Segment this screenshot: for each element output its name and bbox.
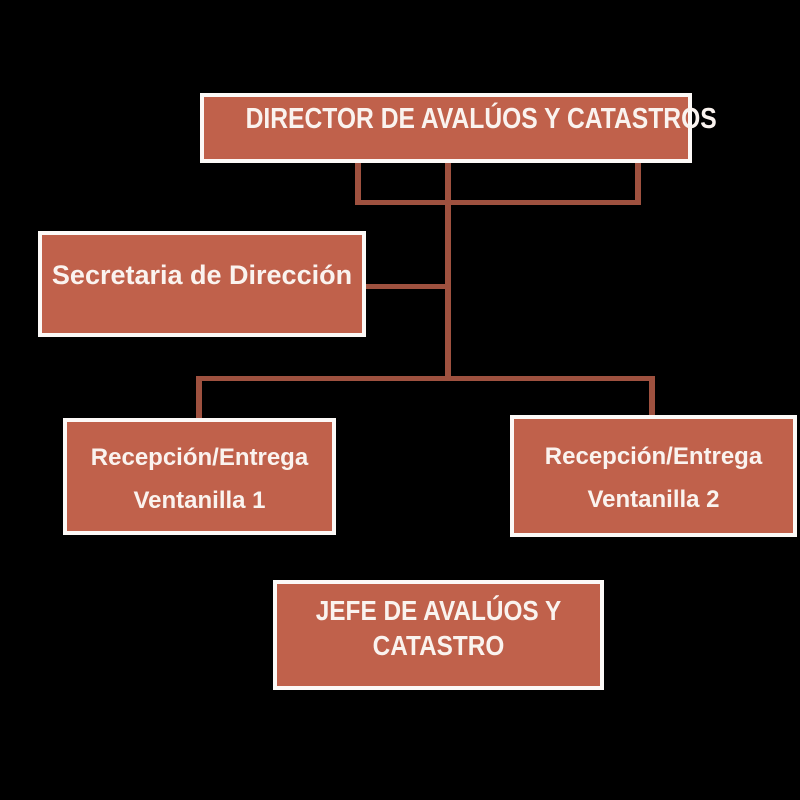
connector-secretaria-elbow bbox=[366, 284, 448, 289]
connector-bottom-rail bbox=[196, 376, 655, 381]
connector-director-left-drop bbox=[355, 163, 361, 205]
connector-ventanilla1-drop bbox=[196, 376, 202, 418]
org-box-ventanilla-2-line2: Ventanilla 2 bbox=[587, 486, 720, 514]
connector-center-trunk bbox=[445, 163, 451, 381]
connector-director-bracket bbox=[355, 200, 641, 205]
org-box-ventanilla-1-line1: Recepción/Entrega bbox=[90, 444, 309, 471]
org-box-director: DIRECTOR DE AVALÚOS Y CATASTROS bbox=[200, 93, 717, 163]
org-box-director-label: DIRECTOR DE AVALÚOS Y CATASTROS bbox=[245, 103, 717, 135]
org-box-secretaria-label: Secretaria de Dirección bbox=[51, 260, 353, 290]
org-box-ventanilla-2-line1: Recepción/Entrega bbox=[544, 443, 763, 470]
connector-ventanilla2-drop bbox=[649, 376, 655, 418]
org-box-jefe: JEFE DE AVALÚOS Y CATASTRO bbox=[273, 580, 604, 690]
org-box-ventanilla-2: Recepción/Entrega Ventanilla 2 bbox=[510, 415, 797, 537]
org-box-secretaria: Secretaria de Dirección bbox=[38, 231, 366, 337]
org-box-jefe-label: JEFE DE AVALÚOS Y CATASTRO bbox=[315, 595, 562, 661]
org-box-ventanilla-1: Recepción/Entrega Ventanilla 1 bbox=[63, 418, 336, 535]
connector-director-right-drop bbox=[635, 163, 641, 205]
org-box-ventanilla-1-line2: Ventanilla 1 bbox=[133, 487, 266, 515]
